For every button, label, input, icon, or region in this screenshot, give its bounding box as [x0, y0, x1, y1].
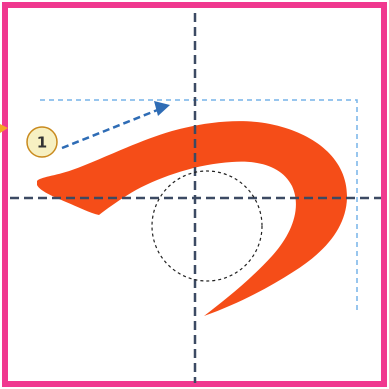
arrow-head: [154, 101, 170, 116]
dashed-circle-icon: [151, 170, 263, 282]
outline-guide: [40, 99, 358, 314]
dashed-arrow-icon: [61, 107, 161, 150]
step-number-badge: 1: [26, 126, 58, 158]
character-stroke: [37, 121, 348, 317]
step-number: 1: [37, 134, 47, 152]
step-badge-circle: [26, 126, 58, 158]
triangle-marker-icon: [0, 124, 8, 133]
